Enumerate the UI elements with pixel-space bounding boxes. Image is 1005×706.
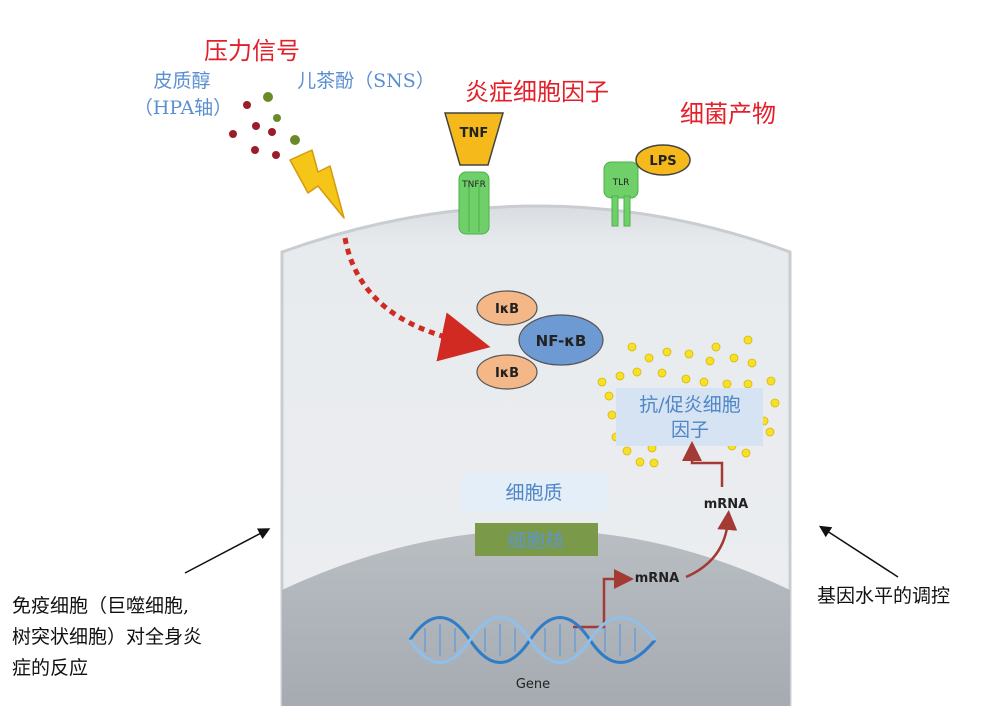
lps-label: LPS	[649, 154, 676, 169]
inflammatory-cytokines-title: 炎症细胞因子	[465, 78, 609, 106]
ikb-bottom-shape	[476, 354, 538, 390]
tnf-receptor	[444, 112, 504, 235]
nfkb-shape	[518, 314, 604, 366]
cytokine-label-box	[616, 388, 763, 446]
ikb-bottom-label: IκB	[495, 366, 519, 381]
immune-note-line2: 树突状细胞）对全身炎	[12, 626, 202, 648]
dna-helix-icon	[408, 616, 657, 664]
stress-signal-arrow	[342, 237, 491, 362]
nucleus-label-box	[475, 523, 598, 556]
mrna-export-arrow	[685, 510, 738, 579]
stress-signal-title: 压力信号	[204, 37, 300, 65]
cortisol-label: 皮质醇	[153, 70, 210, 92]
catecholamine-label: 儿茶酚（SNS）	[297, 70, 435, 92]
lps-molecule	[635, 144, 691, 176]
nucleus-label: 细胞核	[507, 530, 564, 552]
immune-note-line1: 免疫细胞（巨噬细胞,	[12, 595, 189, 617]
bacterial-products-title: 细菌产物	[680, 100, 776, 128]
stress-molecules	[229, 92, 300, 159]
immune-note-line3: 症的反应	[12, 657, 88, 679]
nfkb-label: NF-κB	[536, 332, 587, 350]
tnf-ligand	[444, 112, 504, 166]
ikb-top-shape	[476, 290, 538, 326]
mrna-upper-label: mRNA	[704, 497, 749, 512]
ikb-top-label: IκB	[495, 302, 519, 317]
cytokine-label-line2: 因子	[671, 419, 709, 441]
gene-regulation-pointer	[818, 525, 899, 578]
mrna-lower-label: mRNA	[635, 571, 680, 586]
gene-regulation-label: 基因水平的调控	[817, 585, 950, 607]
hpa-axis-label: （HPA轴）	[134, 97, 232, 119]
cytoplasm-label: 细胞质	[505, 482, 562, 504]
cytokine-label-line1: 抗/促炎细胞	[639, 394, 740, 416]
lightning-bolt-icon	[289, 149, 345, 219]
tnfr-label: TNFR	[461, 180, 486, 190]
cytoplasm-label-box	[462, 473, 607, 511]
tlr-receptor	[603, 161, 639, 227]
gene-to-mrna-arrow	[573, 569, 634, 629]
tlr-label: TLR	[612, 178, 630, 188]
tnf-label: TNF	[460, 126, 489, 141]
immune-cell-pointer	[184, 528, 271, 574]
mrna-translation-arrow	[682, 441, 724, 487]
gene-label: Gene	[516, 677, 550, 692]
cell-nucleus	[282, 530, 790, 706]
